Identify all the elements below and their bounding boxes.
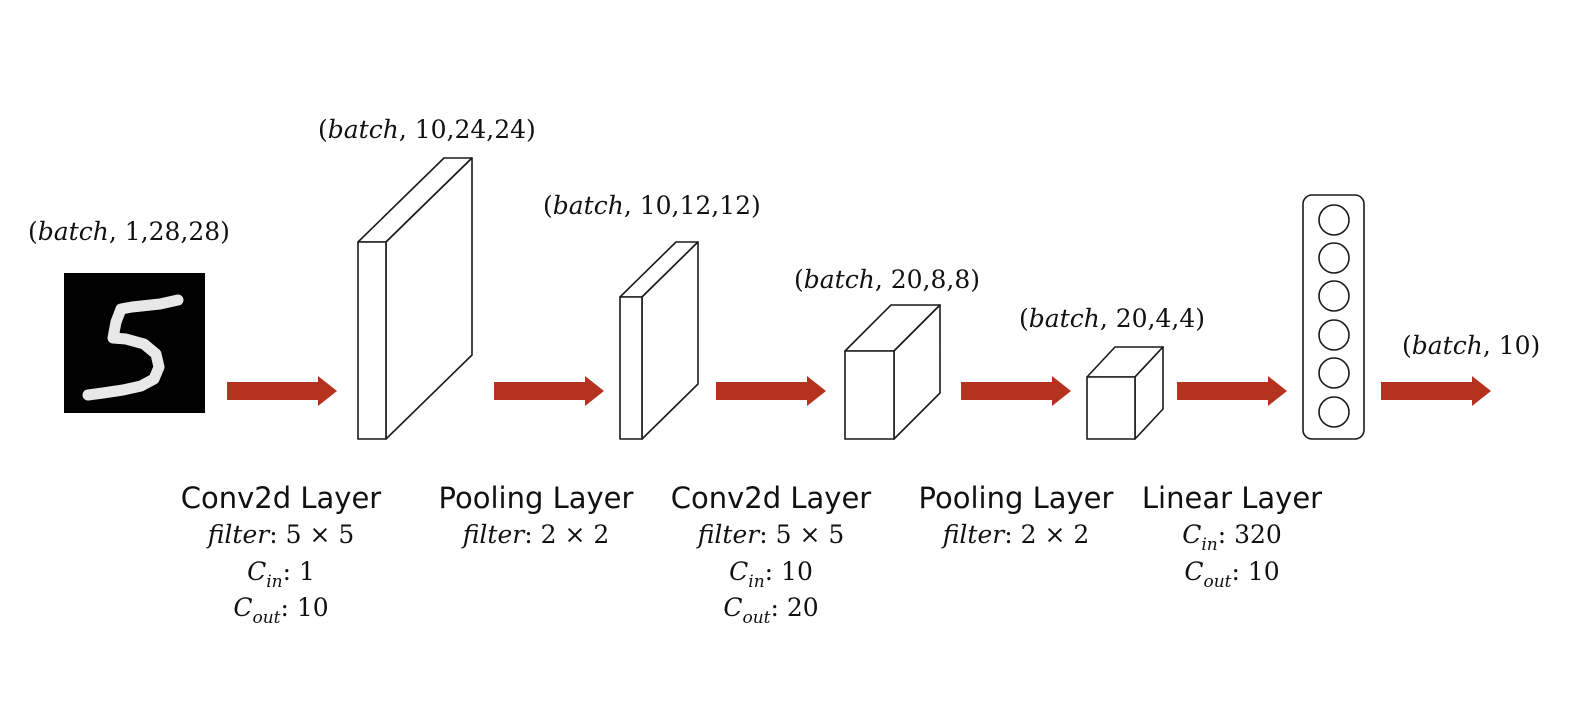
flow-arrow-2 [494,376,604,406]
layer-cout: Cout: 10 [1184,557,1279,592]
feature-map-10x24x24 [357,157,473,440]
layer-cout: Cout: 20 [723,593,818,628]
layer-info-pooling-1: Pooling Layer filter: 2 × 2 [439,481,634,549]
neuron-1 [1318,204,1350,236]
neuron-4 [1318,319,1350,351]
tensor-shape-label-3: (batch, 20,8,8) [794,265,980,294]
layer-info-pooling-2: Pooling Layer filter: 2 × 2 [919,481,1114,549]
flow-arrow-3 [716,376,826,406]
layer-cin: Cin: 320 [1182,520,1282,555]
flow-arrow-4 [961,376,1071,406]
neuron-6 [1318,396,1350,428]
layer-info-linear: Linear Layer Cin: 320 Cout: 10 [1142,481,1322,592]
layer-filter: filter: 5 × 5 [696,520,845,549]
output-shape-label: (batch, 10) [1402,331,1540,360]
layer-cout: Cout: 10 [233,593,328,628]
layer-title: Conv2d Layer [671,481,872,515]
tensor-shape-label-2: (batch, 10,12,12) [543,191,761,220]
layer-info-conv2d-2: Conv2d Layer filter: 5 × 5 Cin: 10 Cout:… [671,481,872,628]
layer-info-conv2d-1: Conv2d Layer filter: 5 × 5 Cin: 1 Cout: … [181,481,382,628]
tensor-shape-label-4: (batch, 20,4,4) [1019,304,1205,333]
layer-title: Conv2d Layer [181,481,382,515]
neuron-5 [1318,357,1350,389]
tensor-shape-label-1: (batch, 10,24,24) [318,115,536,144]
neuron-2 [1318,242,1350,274]
layer-cin: Cin: 10 [729,557,813,592]
layer-filter: filter: 5 × 5 [206,520,355,549]
layer-title: Pooling Layer [919,481,1114,515]
feature-map-20x8x8 [844,304,941,440]
layer-title: Linear Layer [1142,481,1322,515]
linear-output-neurons [1302,194,1365,440]
flow-arrow-1 [227,376,337,406]
flow-arrow-5 [1177,376,1287,406]
layer-filter: filter: 2 × 2 [941,520,1090,549]
feature-map-10x12x12 [619,241,699,440]
layer-filter: filter: 2 × 2 [461,520,610,549]
neuron-3 [1318,280,1350,312]
input-shape-label: (batch, 1,28,28) [28,217,230,246]
output-arrow [1381,376,1491,406]
layer-title: Pooling Layer [439,481,634,515]
layer-cin: Cin: 1 [247,557,315,592]
feature-map-20x4x4 [1086,346,1164,440]
input-image [64,273,205,413]
